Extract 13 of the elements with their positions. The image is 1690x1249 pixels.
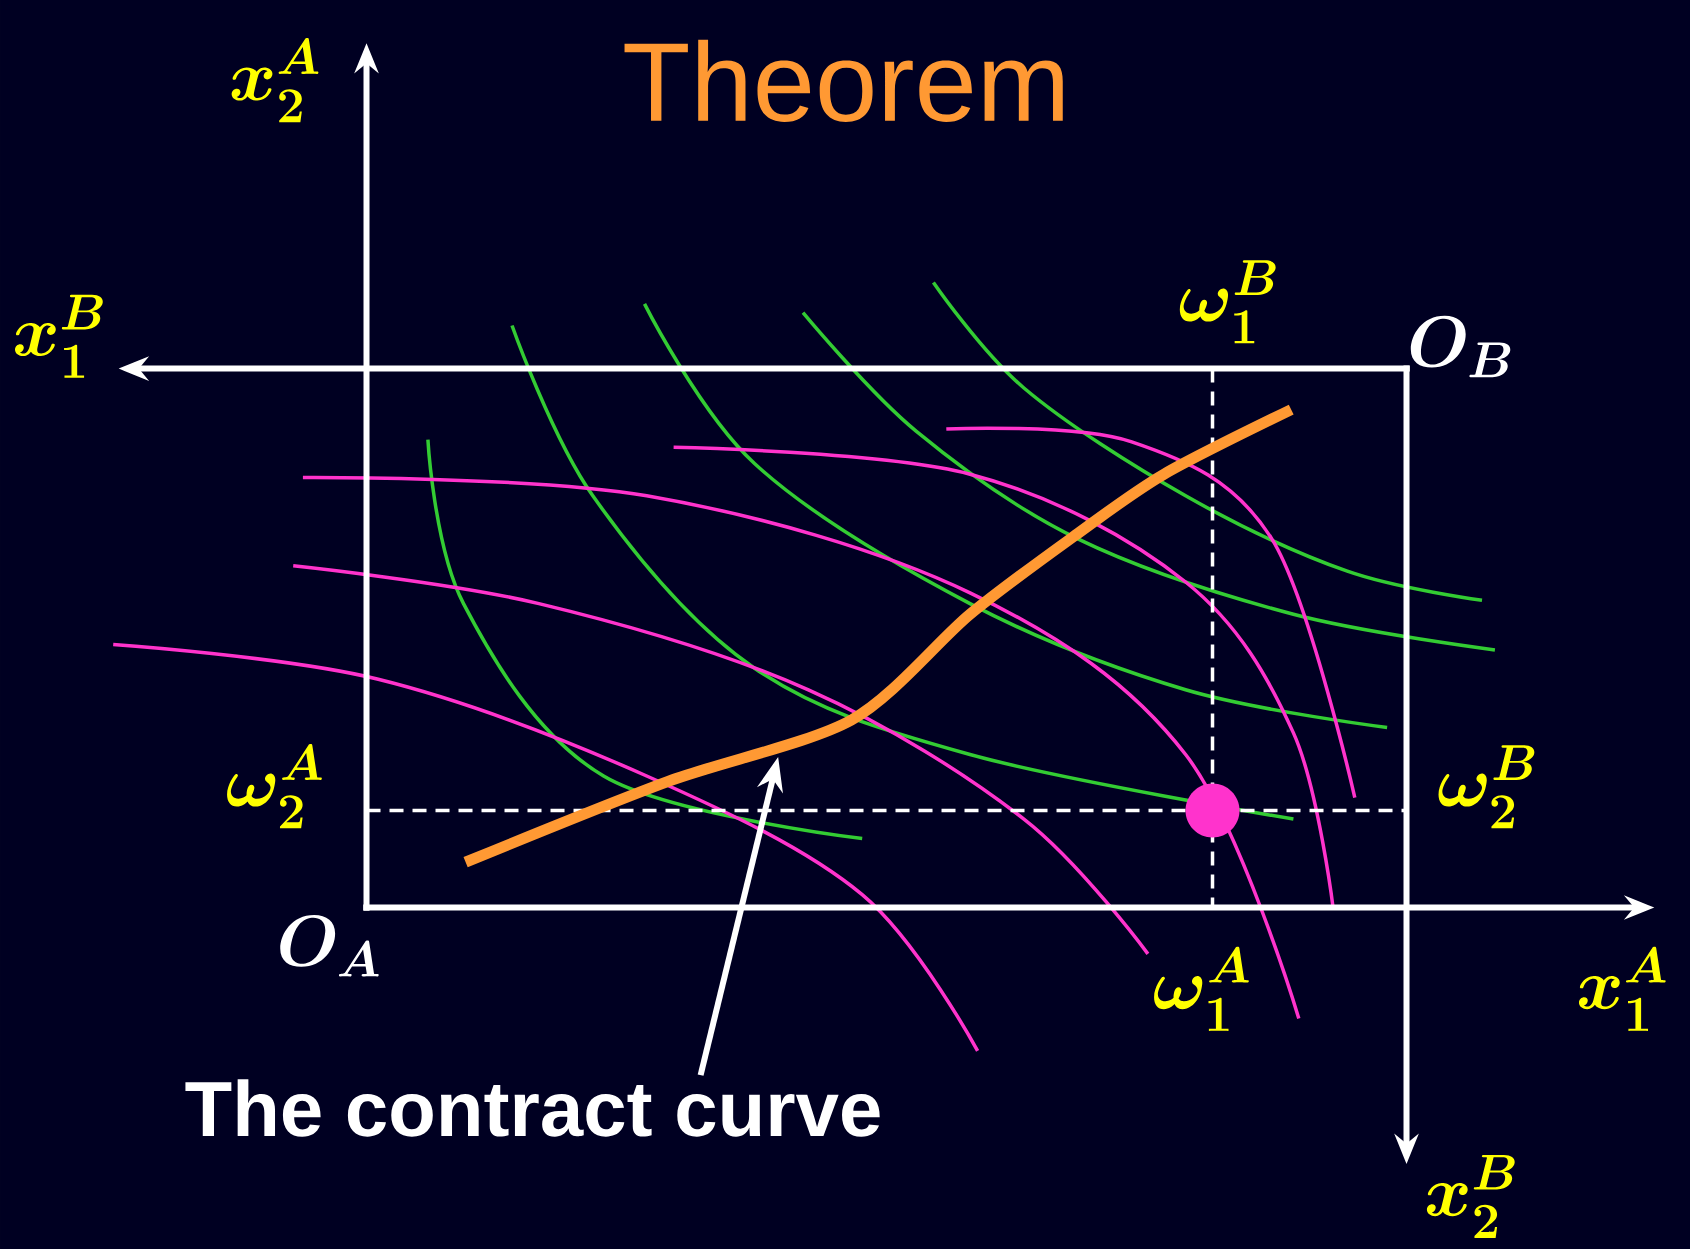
axis-label: $x_1^A$ xyxy=(1578,946,1666,1031)
axis-label: $O_A$ xyxy=(280,915,379,977)
axis-label: $x_2^A$ xyxy=(231,38,319,123)
caption-text: The contract curve xyxy=(185,1079,880,1137)
axis-label: $\omega_1^A$ xyxy=(1154,946,1249,1031)
axis-label: $x_2^B$ xyxy=(1426,1154,1515,1238)
title: Theorem xyxy=(624,39,1063,122)
axis-label: $\omega_2^A$ xyxy=(227,744,322,829)
axis-label: $x_1^B$ xyxy=(15,294,103,378)
axis-label: $\omega_2^B$ xyxy=(1438,745,1535,829)
axis-label: $\omega_1^B$ xyxy=(1179,260,1276,344)
axis-label: $O_B$ xyxy=(1410,315,1511,378)
contract-curve xyxy=(463,404,1294,868)
